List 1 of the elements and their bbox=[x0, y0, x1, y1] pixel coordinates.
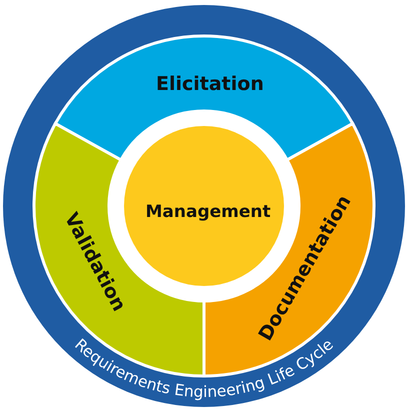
segment-label: Elicitation bbox=[156, 73, 264, 95]
